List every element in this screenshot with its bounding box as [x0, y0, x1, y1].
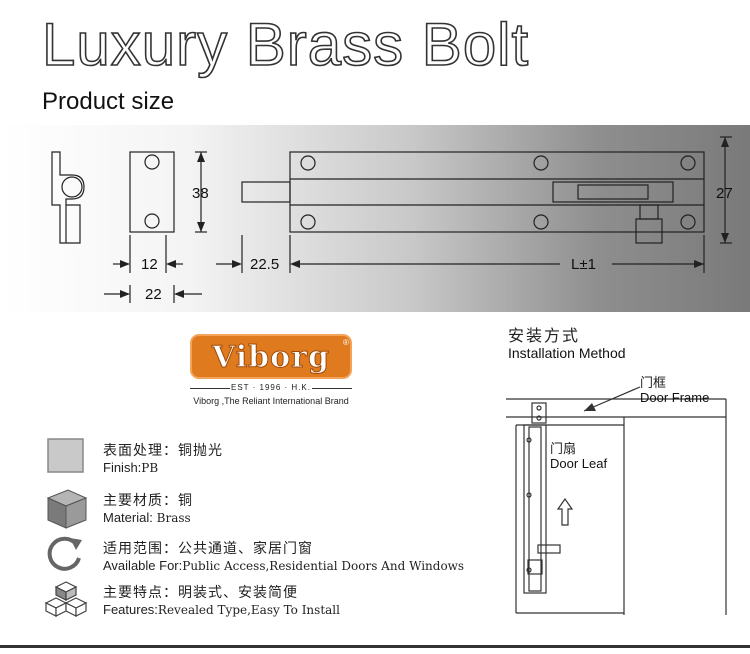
side-profile-outline: [51, 151, 85, 244]
right-height-dimension-label: 27: [716, 185, 733, 202]
finish-value: PB: [141, 461, 159, 475]
page-title: Luxury Brass Bolt: [41, 10, 530, 79]
door-frame-en: Door Frame: [640, 390, 709, 405]
material-cube-icon: [46, 489, 88, 529]
door-frame-cn: 门框: [640, 376, 666, 391]
features-cn: 主要特点：明装式、安装简便: [103, 585, 298, 601]
installation-title-en: Installation Method: [508, 345, 626, 361]
offset-label: 22.5: [250, 256, 279, 273]
material-cn: 主要材质：铜: [103, 493, 193, 509]
finish-label: Finish:: [103, 460, 142, 475]
keeper-hole-top: [144, 154, 160, 170]
features-value: Revealed Type,Easy To Install: [157, 603, 340, 617]
features-en: Features:Revealed Type,Easy To Install: [103, 602, 340, 617]
available-en: Available For:Public Access,Residential …: [103, 558, 464, 573]
material-value: Brass: [152, 511, 191, 525]
material-label: Material:: [103, 510, 153, 525]
bolt-plate: [289, 151, 705, 233]
available-label: Available For:: [103, 558, 183, 573]
side-profile-knob: [61, 176, 83, 198]
logo-rule-left: [190, 388, 230, 389]
material-en: Material: Brass: [103, 510, 191, 525]
width-large-label: 22: [145, 286, 162, 303]
available-value: Public Access,Residential Doors And Wind…: [182, 559, 465, 573]
registered-mark: ®: [343, 338, 349, 347]
door-leaf-cn: 门扇: [550, 441, 576, 457]
logo-rule-right: [312, 388, 352, 389]
finish-en: Finish:PB: [103, 460, 158, 475]
stacked-cubes-icon: [44, 581, 88, 617]
length-label: L±1: [571, 256, 596, 273]
dimension-drawing-svg: 38 27 12 22 22.5 L±1: [51, 136, 733, 303]
bolt-handle: [635, 218, 663, 244]
finish-swatch-icon: [47, 438, 84, 473]
door-leaf-en: Door Leaf: [550, 456, 607, 471]
height-dimension-label: 38: [192, 185, 209, 202]
width-small-label: 12: [141, 256, 158, 273]
finish-cn: 表面处理：铜抛光: [103, 443, 223, 459]
installation-title-cn: 安装方式: [508, 328, 581, 345]
logo-tagline: Viborg ,The Reliant International Brand: [193, 396, 349, 406]
installation-diagram: 门框 Door Frame 门扇 Door Leaf: [506, 376, 727, 615]
brand-logo: Viborg: [190, 334, 352, 379]
dimension-drawing: 38 27 12 22 22.5 L±1: [0, 125, 750, 312]
front-view-keeper: [129, 151, 175, 233]
bottom-divider: [0, 645, 750, 648]
available-cn: 适用范围：公共通道、家居门窗: [103, 541, 313, 557]
brand-logo-text: Viborg: [212, 340, 330, 376]
product-size-heading: Product size: [42, 88, 175, 115]
bolt-rod-extension: [241, 181, 291, 203]
logo-established: EST · 1996 · H.K.: [231, 383, 311, 392]
features-label: Features:: [103, 602, 158, 617]
keeper-hole-bottom: [144, 213, 160, 229]
circular-arrow-icon: [47, 536, 82, 571]
